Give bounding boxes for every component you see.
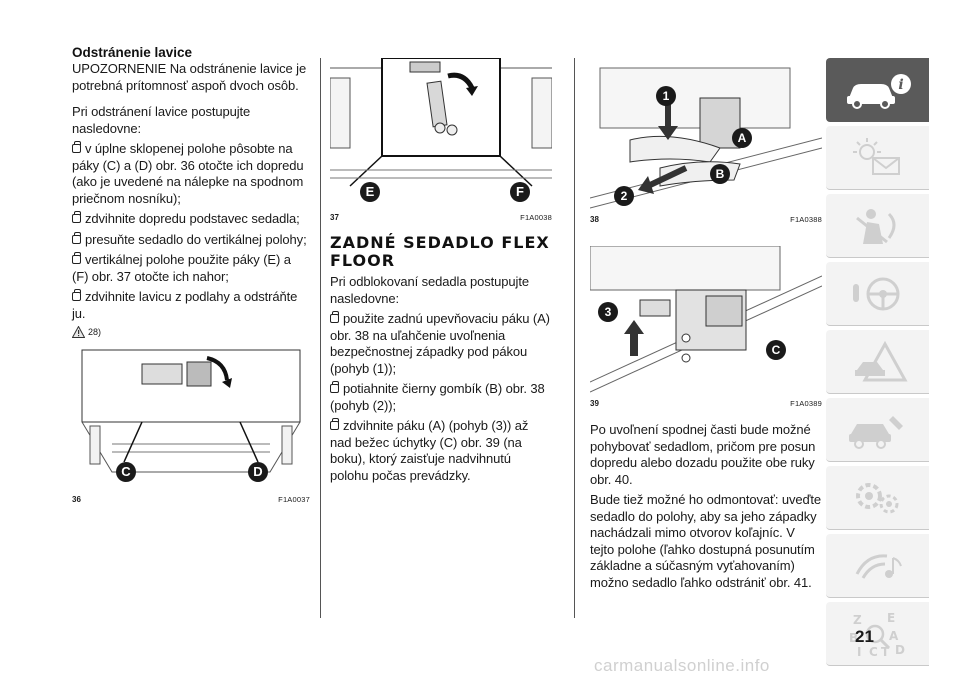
tab-warning-lights[interactable] (826, 126, 929, 190)
column-middle: E F 37 F1A0038 ZADNÉ SEDADLO FLEX FLOOR … (330, 58, 552, 488)
bullet-icon (72, 289, 81, 301)
warning-reference: 28) (72, 326, 310, 338)
figure-code: F1A0388 (790, 215, 822, 224)
body-paragraph: Po uvoľnení spodnej časti bude možné poh… (590, 422, 816, 487)
seat-base-lever-illustration (330, 58, 552, 210)
tab-driving[interactable] (826, 262, 929, 326)
column-divider-2 (574, 58, 575, 618)
list-item: presuňte sedadlo do vertikálnej polohy; (72, 231, 310, 249)
svg-text:E: E (887, 611, 895, 625)
car-maintenance-icon (848, 415, 903, 449)
figure-37: E F (330, 58, 552, 210)
intro-paragraph: Pri odblokovaní sedadla postupujte nasle… (330, 274, 529, 306)
list-item: zdvihnite páku (A) (pohyb (3)) až nad be… (330, 418, 529, 483)
notice-paragraph: UPOZORNENIE Na odstránenie lavice je pot… (72, 61, 307, 93)
figure-38: 1 2 A B (590, 58, 822, 212)
figure-label-1: 1 (656, 86, 676, 106)
svg-text:Z: Z (853, 613, 862, 627)
list-item: zdvihnite lavicu z podlahy a odstráňte j… (72, 289, 298, 321)
seat-latch-illustration (590, 246, 822, 396)
figure-caption: 38 F1A0388 (590, 215, 822, 224)
column-right: 1 2 A B 38 F1A0388 3 C 39 F1A0389 Po uvo… (590, 58, 822, 595)
svg-text:I: I (857, 645, 861, 659)
figure-39: 3 C (590, 246, 822, 396)
technical-data-icon (855, 482, 898, 513)
warning-triangle-icon (72, 326, 85, 338)
seat-lever-illustration (72, 344, 310, 492)
list-item: potiahnite čierny gombík (B) obr. 38 (po… (330, 381, 545, 413)
figure-label-e: E (360, 182, 380, 202)
watermark: carmanualsonline.info (594, 656, 770, 675)
figure-number: 39 (590, 399, 599, 408)
figure-number: 38 (590, 215, 599, 224)
figure-label-c: C (116, 462, 136, 482)
body-paragraph: Bude tiež možné ho odmontovať: uveďte se… (590, 492, 822, 590)
bullet-icon (72, 231, 81, 244)
figure-code: F1A0037 (278, 495, 310, 504)
figure-caption: 37 F1A0038 (330, 213, 552, 222)
road-emergency-icon (854, 340, 908, 381)
figure-caption: 39 F1A0389 (590, 399, 822, 408)
bullet-icon (72, 141, 81, 153)
intro-paragraph: Pri odstránení lavice postupujte nasledo… (72, 104, 251, 136)
figure-caption: 36 F1A0037 (72, 495, 310, 504)
figure-label-b: B (710, 164, 730, 184)
figure-label-d: D (248, 462, 268, 482)
list-item: vertikálnej polohe použite páky (E) a (F… (72, 252, 291, 284)
tab-safety[interactable] (826, 194, 929, 258)
multimedia-icon (855, 553, 902, 579)
page-number: 21 (855, 627, 874, 646)
tab-multimedia[interactable] (826, 534, 929, 598)
svg-text:B: B (849, 631, 858, 645)
section-title: ZADNÉ SEDADLO FLEX FLOOR (330, 233, 550, 270)
column-left: Odstránenie lavice UPOZORNENIE Na odstrá… (72, 44, 310, 504)
bullet-icon (330, 418, 339, 430)
tab-technical-data[interactable] (826, 466, 929, 530)
figure-label-3: 3 (598, 302, 618, 322)
figure-number: 36 (72, 495, 81, 504)
tab-emergency[interactable] (826, 330, 929, 394)
figure-label-a: A (732, 128, 752, 148)
figure-36: C D (72, 344, 310, 492)
bullet-icon (72, 252, 81, 264)
svg-text:T: T (881, 645, 890, 659)
figure-label-2: 2 (614, 186, 634, 206)
figure-label-f: F (510, 182, 530, 202)
column-divider-1 (320, 58, 321, 618)
svg-text:D: D (895, 643, 905, 657)
figure-code: F1A0389 (790, 399, 822, 408)
svg-text:i: i (898, 77, 903, 93)
list-item: použite zadnú upevňovaciu páku (A) obr. … (330, 311, 550, 376)
section-heading: Odstránenie lavice (72, 45, 193, 60)
svg-text:A: A (889, 629, 899, 643)
tab-car-info[interactable]: i (826, 58, 929, 122)
bullet-icon (330, 311, 339, 323)
airbag-safety-icon (855, 208, 895, 244)
svg-text:C: C (869, 645, 878, 659)
steering-wheel-icon (852, 277, 899, 310)
chapter-tabs: i (826, 58, 929, 670)
warning-lights-icon (852, 137, 900, 175)
bullet-icon (72, 211, 81, 223)
list-item: v úplne sklopenej polohe pôsobte na páky… (72, 141, 304, 206)
figure-code: F1A0038 (520, 213, 552, 222)
tab-maintenance[interactable] (826, 398, 929, 462)
figure-number: 37 (330, 213, 339, 222)
bullet-icon (330, 381, 339, 393)
figure-label-c: C (766, 340, 786, 360)
list-item: zdvihnite dopredu podstavec sedadla; (72, 211, 310, 228)
car-info-icon: i (846, 74, 911, 109)
